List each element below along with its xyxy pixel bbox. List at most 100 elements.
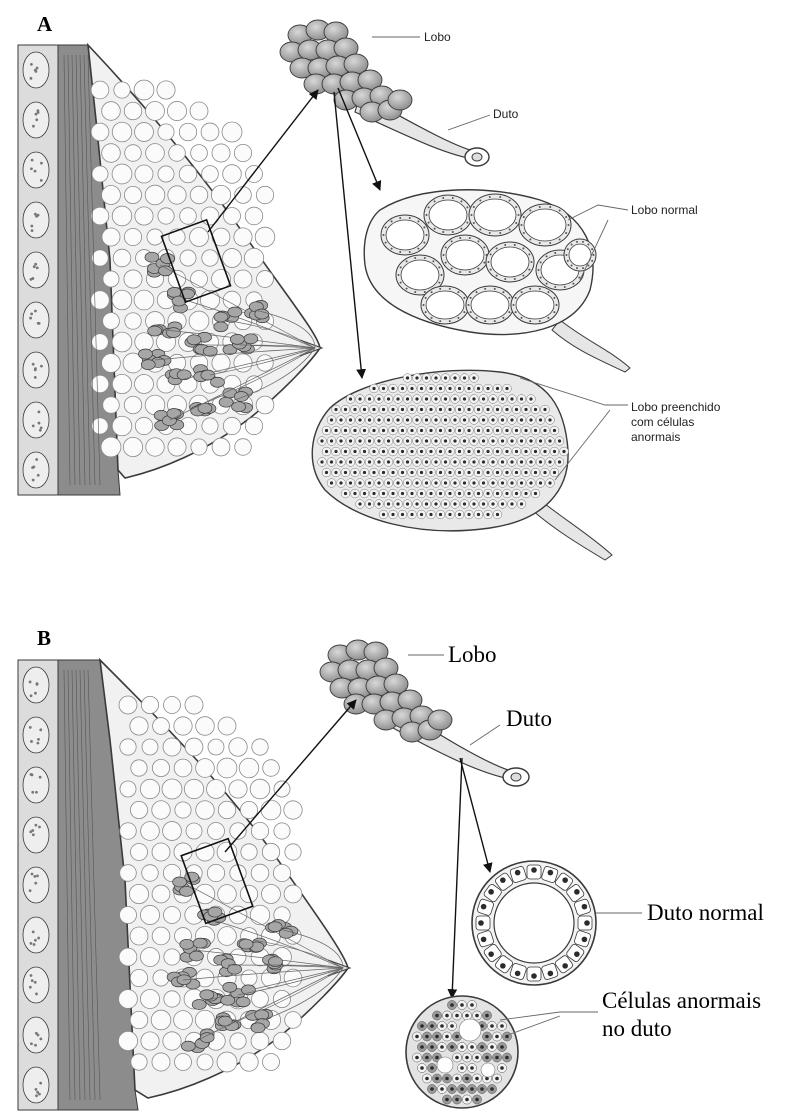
cell-nucleus: [448, 450, 451, 453]
rib-cross-section: [23, 967, 49, 1003]
cell-nucleus: [505, 408, 508, 411]
fat-cell: [112, 164, 132, 184]
cell-nucleus: [571, 243, 573, 245]
rib-cross-section: [23, 767, 49, 803]
cell-nucleus: [522, 275, 524, 277]
panel-b-label-lobe: Lobo: [448, 642, 497, 667]
cell-nucleus: [529, 288, 531, 290]
panel-a-breast-section: [18, 45, 322, 495]
cell-nucleus: [391, 450, 394, 453]
lobule: [214, 322, 228, 332]
cell-nucleus: [491, 418, 494, 421]
cell-nucleus: [529, 320, 531, 322]
rib-texture-dot: [29, 726, 32, 729]
fat-cell: [103, 271, 119, 287]
cell-nucleus: [377, 481, 380, 484]
fat-cell: [142, 865, 159, 882]
lobule: [145, 252, 159, 262]
fat-cell: [202, 418, 218, 434]
cell-nucleus: [423, 242, 425, 244]
fat-cell: [251, 822, 268, 839]
panel-a-label-duct: Duto: [493, 107, 519, 121]
cell-nucleus: [500, 877, 506, 883]
cell-nucleus: [349, 460, 352, 463]
cell-nucleus: [334, 471, 337, 474]
cell-nucleus: [457, 317, 459, 319]
rib-cross-section: [23, 817, 49, 853]
alveolus-lumen: [524, 209, 566, 241]
lumen-space: [437, 1057, 453, 1073]
cell-nucleus: [467, 429, 470, 432]
lobule: [228, 307, 242, 317]
cell-nucleus: [553, 471, 556, 474]
cell-nucleus: [576, 241, 578, 243]
fat-cell: [119, 696, 137, 714]
cell-nucleus: [531, 973, 537, 979]
cell-nucleus: [489, 232, 491, 234]
cell-nucleus: [358, 481, 361, 484]
rib-texture-dot: [35, 791, 38, 794]
fat-cell: [91, 375, 109, 393]
fat-cell: [112, 206, 132, 226]
fat-cell: [146, 144, 165, 163]
cell-nucleus: [501, 502, 504, 505]
cell-nucleus: [459, 237, 461, 239]
rib-cross-section: [23, 917, 49, 953]
cell-nucleus: [463, 481, 466, 484]
fat-cell: [118, 1031, 137, 1050]
cell-nucleus: [500, 1045, 504, 1049]
cell-nucleus: [391, 248, 393, 250]
fat-cell: [123, 437, 142, 456]
cell-nucleus: [430, 1024, 434, 1028]
cell-nucleus: [468, 304, 470, 306]
fat-cell: [91, 207, 109, 225]
cell-nucleus: [445, 1014, 449, 1018]
rib-texture-dot: [34, 367, 37, 370]
cell-nucleus: [435, 1077, 439, 1081]
cell-nucleus: [539, 439, 542, 442]
cell-nucleus: [410, 429, 413, 432]
fat-cell: [119, 906, 136, 923]
rib-texture-dot: [30, 773, 33, 776]
cell-nucleus: [382, 387, 385, 390]
cell-nucleus: [538, 269, 540, 271]
cell-nucleus: [429, 408, 432, 411]
cell-nucleus: [439, 513, 442, 516]
cell-nucleus: [515, 492, 518, 495]
cell-nucleus: [572, 283, 574, 285]
cell-nucleus: [425, 1077, 429, 1081]
panel-a-label-abnormal-1: Lobo preenchido: [631, 400, 721, 414]
cell-nucleus: [500, 963, 506, 969]
cell-nucleus: [325, 429, 328, 432]
cell-nucleus: [472, 397, 475, 400]
fat-cell: [191, 145, 208, 162]
cell-nucleus: [429, 429, 432, 432]
cell-nucleus: [453, 460, 456, 463]
cell-nucleus: [344, 492, 347, 495]
cell-nucleus: [465, 1014, 469, 1018]
cell-nucleus: [520, 397, 523, 400]
cell-nucleus: [414, 291, 416, 293]
cell-nucleus: [587, 243, 589, 245]
cell-nucleus: [410, 471, 413, 474]
cell-nucleus: [549, 206, 551, 208]
alveolus-lumen: [474, 199, 516, 231]
lobule: [230, 334, 244, 344]
fat-cell: [92, 166, 108, 182]
fat-cell: [168, 186, 186, 204]
cell-nucleus: [467, 408, 470, 411]
fat-cell: [140, 989, 159, 1008]
rib-texture-dot: [37, 937, 40, 940]
lobule: [181, 1041, 195, 1051]
cell-nucleus: [387, 397, 390, 400]
cell-nucleus: [472, 439, 475, 442]
cell-nucleus: [358, 397, 361, 400]
panel-b-arrow-abnormal: [452, 758, 462, 998]
cell-nucleus: [582, 241, 584, 243]
fat-cell: [92, 418, 108, 434]
rib-texture-dot: [34, 981, 37, 984]
fat-cell: [102, 144, 121, 163]
cell-nucleus: [372, 450, 375, 453]
lobule: [219, 397, 233, 407]
cell-nucleus: [582, 904, 588, 910]
